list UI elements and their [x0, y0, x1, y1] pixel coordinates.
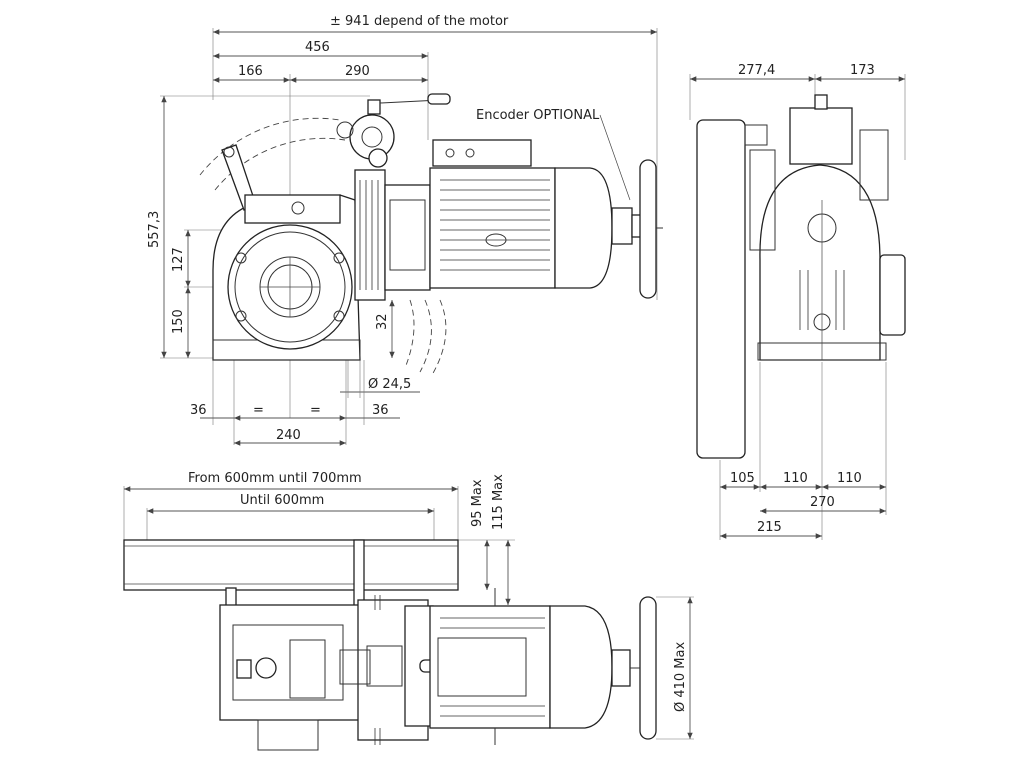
- height-32-label: 32: [375, 313, 390, 330]
- equal-mark-2: =: [310, 403, 321, 418]
- width-456-label: 456: [305, 40, 330, 55]
- overall-length-label: ± 941 depend of the motor: [330, 14, 509, 29]
- dia-410-label: Ø 410 Max: [673, 642, 688, 712]
- bottom-36-left-label: 36: [190, 403, 207, 418]
- top-view: From 600mm until 700mm Until 600mm 95 Ma…: [123, 471, 694, 751]
- from-600-label: From 600mm until 700mm: [188, 471, 362, 486]
- max-95-label: 95 Max: [470, 479, 485, 527]
- bottom-36-right-label: 36: [372, 403, 389, 418]
- dia-245-label: Ø 24,5: [368, 377, 411, 392]
- height-150-label: 150: [171, 309, 186, 334]
- width-290-label: 290: [345, 64, 370, 79]
- max-115-label: 115 Max: [491, 474, 506, 530]
- side-270-label: 270: [810, 495, 835, 510]
- bottom-240-label: 240: [276, 428, 301, 443]
- side-view: 277,4 173 105 110 110 270 215: [689, 63, 906, 540]
- front-view: ± 941 depend of the motor 456 166 290 En…: [147, 14, 663, 446]
- height-127-label: 127: [171, 247, 186, 272]
- height-557-label: 557,3: [147, 211, 162, 248]
- side-110a-label: 110: [783, 471, 808, 486]
- side-110b-label: 110: [837, 471, 862, 486]
- side-173-label: 173: [850, 63, 875, 78]
- side-277-label: 277,4: [738, 63, 775, 78]
- width-166-label: 166: [238, 64, 263, 79]
- until-600-label: Until 600mm: [240, 493, 324, 508]
- equal-mark-1: =: [253, 403, 264, 418]
- side-215-label: 215: [757, 520, 782, 535]
- encoder-label: Encoder OPTIONAL: [476, 108, 600, 123]
- side-105-label: 105: [730, 471, 755, 486]
